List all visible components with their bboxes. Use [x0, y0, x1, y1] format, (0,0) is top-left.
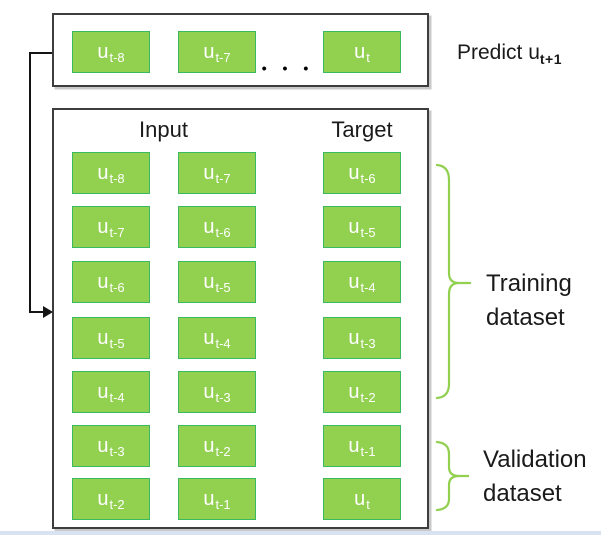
training-label-line2: dataset: [486, 304, 565, 331]
box-label: u: [97, 271, 109, 293]
box-label: u: [348, 435, 360, 457]
input-header: Input: [139, 117, 188, 142]
box-subscript: t-7: [215, 49, 231, 65]
box-label: u: [203, 488, 215, 510]
predict-label: Predict ut+1: [457, 41, 562, 67]
box-subscript: t-7: [215, 170, 231, 186]
box-label: u: [97, 435, 109, 457]
box-label: u: [348, 162, 360, 184]
box-label: u: [97, 41, 109, 63]
validation-brace: [435, 440, 469, 512]
bottom-edge-strip: [0, 531, 601, 535]
box-subscript: t-4: [109, 389, 125, 405]
dataset-frame: [52, 108, 429, 529]
predict-label-text: Predict u: [457, 41, 540, 64]
training-label-line1: Training: [486, 270, 572, 297]
box-label: u: [348, 271, 360, 293]
box-subscript: t-1: [360, 443, 376, 459]
box-subscript: t-6: [360, 170, 376, 186]
ellipsis-dots: • • •: [261, 60, 315, 76]
box-label: u: [203, 381, 215, 403]
validation-dataset-label: Validation dataset: [483, 443, 587, 511]
box-subscript: t-7: [109, 224, 125, 240]
box-label: u: [203, 271, 215, 293]
box-label: u: [97, 327, 109, 349]
box-label: u: [203, 41, 215, 63]
box-subscript: t-5: [109, 335, 125, 351]
box-subscript: t-2: [215, 443, 231, 459]
box-label: u: [97, 488, 109, 510]
target-header: Target: [331, 117, 393, 142]
box-subscript: t-3: [360, 335, 376, 351]
box-subscript: t-3: [109, 443, 125, 459]
box-subscript: t-4: [215, 335, 231, 351]
box-subscript: t-8: [109, 170, 125, 186]
training-dataset-label: Training dataset: [486, 267, 572, 335]
box-label: u: [203, 435, 215, 457]
predict-label-subscript: t+1: [539, 51, 562, 67]
predict-sequence-frame: [52, 13, 429, 87]
box-label: u: [354, 488, 366, 510]
box-label: u: [203, 162, 215, 184]
validation-label-line1: Validation: [483, 446, 587, 473]
box-label: u: [203, 216, 215, 238]
box-subscript: t-6: [109, 279, 125, 295]
box-label: u: [97, 162, 109, 184]
box-subscript: t-3: [215, 389, 231, 405]
box-label: u: [354, 41, 366, 63]
feedback-arrow: [29, 52, 52, 313]
training-brace: [435, 163, 471, 400]
box-label: u: [348, 327, 360, 349]
box-subscript: t: [366, 496, 370, 512]
box-subscript: t-5: [215, 279, 231, 295]
box-subscript: t-1: [215, 496, 231, 512]
box-subscript: t-6: [215, 224, 231, 240]
box-subscript: t-4: [360, 279, 376, 295]
box-label: u: [97, 381, 109, 403]
box-label: u: [97, 216, 109, 238]
box-subscript: t-8: [109, 49, 125, 65]
box-subscript: t-2: [109, 496, 125, 512]
box-label: u: [348, 381, 360, 403]
box-label: u: [348, 216, 360, 238]
box-label: u: [203, 327, 215, 349]
validation-label-line2: dataset: [483, 480, 562, 507]
box-subscript: t-2: [360, 389, 376, 405]
box-subscript: t: [366, 49, 370, 65]
box-subscript: t-5: [360, 224, 376, 240]
